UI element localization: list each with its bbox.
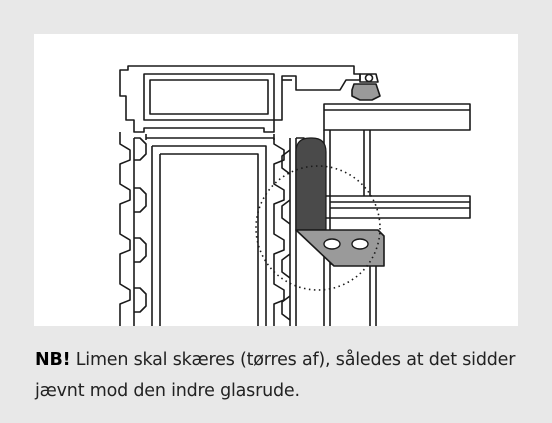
detail-highlight-circle	[255, 165, 381, 291]
window-profile-cross-section	[119, 65, 471, 326]
instruction-caption: NB! Limen skal skæres (tørres af), såled…	[35, 345, 535, 407]
mounting-bracket	[295, 229, 385, 267]
bracket-hole-right	[351, 238, 369, 250]
seal-strip	[295, 137, 327, 231]
bracket-hole-left	[323, 238, 341, 250]
main-lower-chamber	[133, 134, 275, 326]
lower-right-profile	[330, 263, 377, 326]
caption-text: Limen skal skæres (tørres af), således a…	[35, 350, 516, 401]
inner-glass-pane	[323, 195, 471, 219]
upper-profile-chamber	[119, 65, 361, 133]
profile-diagram-panel	[34, 34, 518, 326]
nb-label: NB!	[35, 350, 71, 370]
glazing-clip	[351, 73, 381, 101]
left-profile-wall	[119, 132, 147, 326]
upper-glass-pane	[323, 103, 471, 131]
inner-frame-wall	[323, 130, 371, 326]
